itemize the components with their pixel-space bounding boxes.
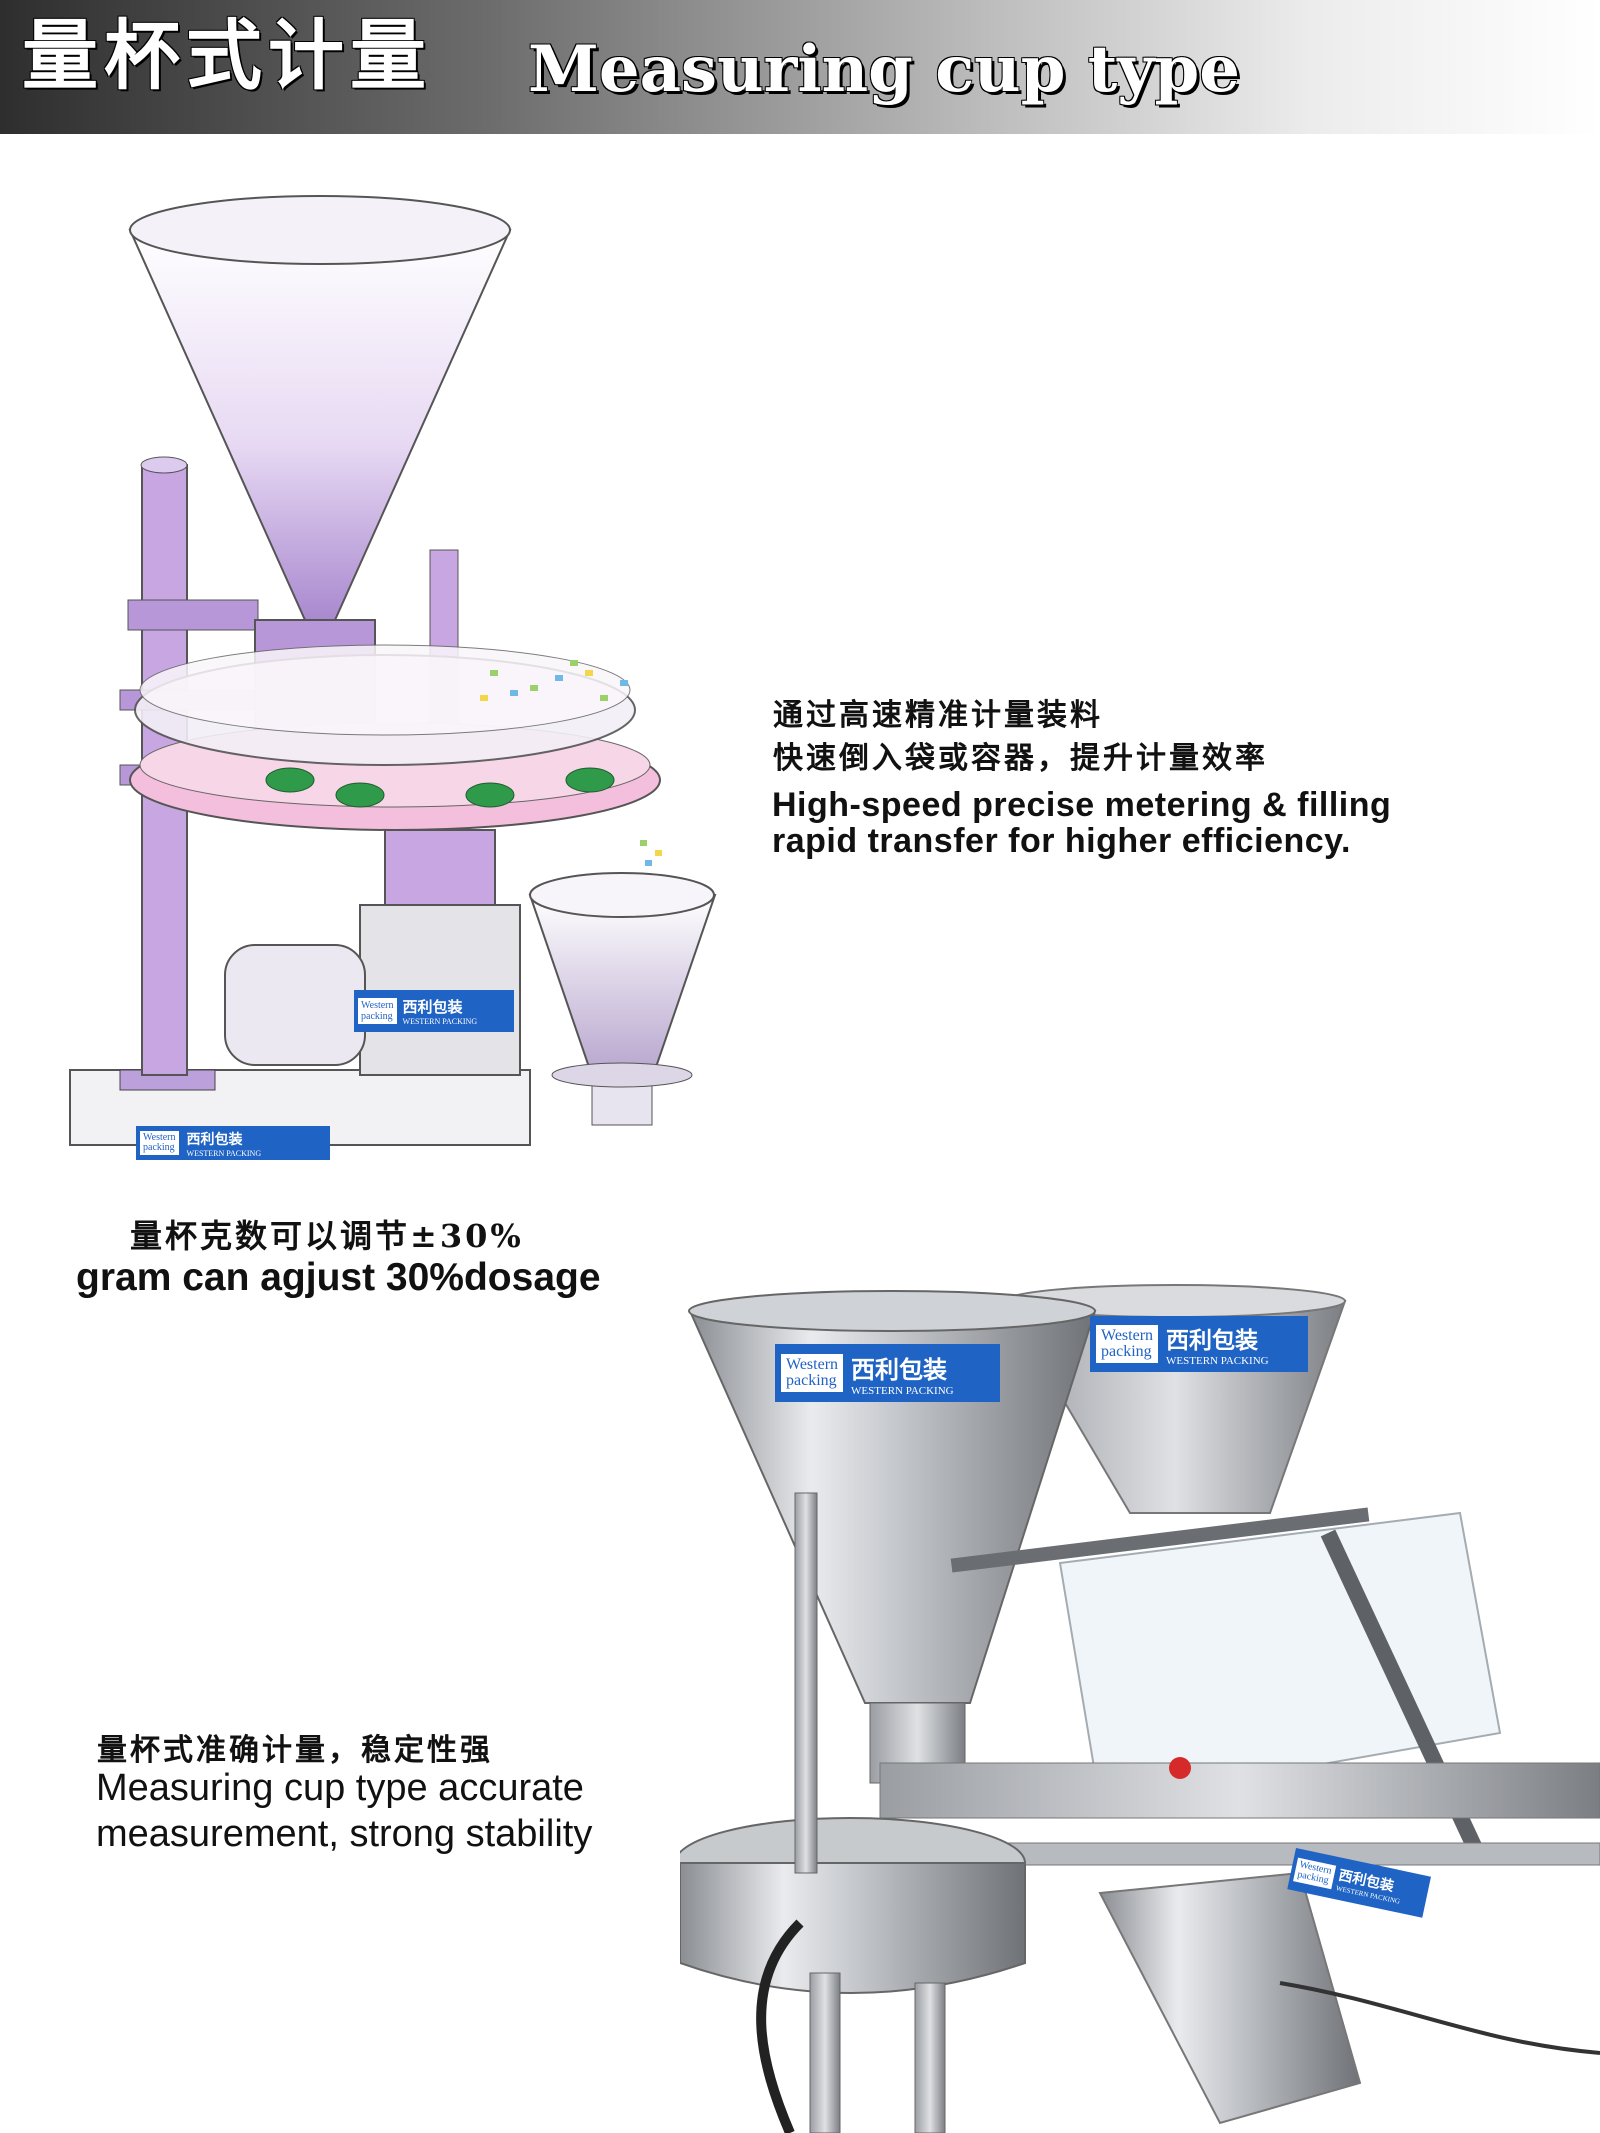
brand-label-hopper-back: Western packing 西利包装 WESTERN PACKING — [1090, 1316, 1308, 1372]
brand-label-en-1: Western — [361, 1000, 394, 1011]
brand-label-en-1: Western — [786, 1356, 839, 1373]
brand-label-illustration-1: Western packing 西利包装 WESTERN PACKING — [354, 990, 514, 1032]
feature-2-zh: 量杯克数可以调节±30% — [130, 1217, 524, 1255]
brand-label-en-1: Western — [143, 1132, 176, 1143]
feature-1-zh-line-2: 快速倒入袋或容器，提升计量效率 — [773, 741, 1268, 776]
brand-label-zh: 西利包装 — [1166, 1328, 1259, 1353]
brand-label-sub: WESTERN PACKING — [851, 1384, 954, 1397]
feature-1-en-line-1: High-speed precise metering & filling — [772, 786, 1392, 824]
banner-title-en: Measuring cup type — [528, 32, 1240, 107]
brand-label-sub: WESTERN PACKING — [1166, 1355, 1269, 1367]
feature-3-en-line-2: measurement, strong stability — [96, 1813, 593, 1855]
feature-3-zh: 量杯式准确计量，稳定性强 — [97, 1733, 493, 1768]
brand-label-en-2: packing — [1101, 1343, 1152, 1360]
brand-label-zh: 西利包装 — [851, 1357, 948, 1384]
feature-3-en-line-1: Measuring cup type accurate — [96, 1767, 584, 1809]
feature-2-en: gram can agjust 30%dosage — [76, 1256, 601, 1299]
brand-label-zh: 西利包装 — [402, 1000, 463, 1016]
brand-label-zh: 西利包装 — [186, 1132, 243, 1148]
brand-label-sub: WESTERN PACKING — [402, 1017, 478, 1026]
brand-label-en-2: packing — [361, 1011, 393, 1022]
brand-label-en-2: packing — [786, 1372, 837, 1389]
brand-label-hopper-front: Western packing 西利包装 WESTERN PACKING — [775, 1344, 1000, 1402]
brand-label-illustration-2: Western packing 西利包装 WESTERN PACKING — [136, 1126, 330, 1160]
stainless-machine-photo — [680, 1284, 1600, 2133]
feature-1-zh-line-1: 通过高速精准计量装料 — [773, 698, 1103, 733]
banner-title-zh: 量杯式计量 — [22, 11, 432, 100]
header-banner: 量杯式计量 Measuring cup type — [0, 0, 1600, 134]
brand-label-en-1: Western — [1101, 1327, 1154, 1344]
feature-1-en-line-2: rapid transfer for higher efficiency. — [772, 822, 1352, 860]
measuring-cup-machine-illustration — [69, 195, 717, 1146]
brand-label-en-2: packing — [143, 1142, 175, 1153]
brand-label-sub: WESTERN PACKING — [186, 1148, 262, 1158]
